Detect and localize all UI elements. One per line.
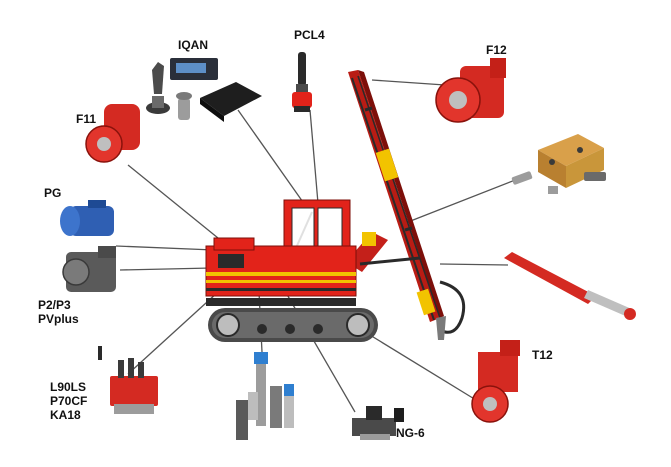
f12-motor (435, 58, 506, 123)
connector-valve-block (407, 174, 529, 223)
label-l90ls: L90LS (50, 380, 87, 394)
label-t12: T12 (532, 348, 553, 362)
iqan-sensor (178, 98, 190, 120)
label-iqan: IQAN (178, 38, 208, 52)
label-p2p3-group: P2/P3 PVplus (38, 298, 79, 326)
label-p2p3: P2/P3 (38, 298, 71, 312)
f11-motor (85, 104, 140, 163)
connector-pg (115, 245, 215, 251)
pg-gear-pump (60, 200, 114, 236)
connector-f11 (127, 164, 219, 239)
hydraulic-cylinder (504, 252, 636, 320)
ng6-solenoid-valve (352, 406, 404, 440)
label-pvplus: PVplus (38, 312, 79, 326)
connector-t12 (364, 331, 477, 401)
iqan-joystick (152, 62, 164, 94)
label-ka18: KA18 (50, 408, 81, 422)
rig-body (205, 237, 357, 306)
connector-iqan (237, 109, 306, 206)
label-pg: PG (44, 186, 62, 200)
label-f12: F12 (486, 43, 507, 57)
filters (236, 352, 294, 440)
iqan-module (200, 82, 262, 116)
connector-cylinder (439, 263, 509, 266)
drilling-rig (205, 70, 466, 342)
label-p70cf: P70CF (50, 394, 88, 408)
l90ls-valve (98, 346, 158, 414)
p2p3-pump (62, 246, 116, 292)
pcl4-joystick (292, 52, 312, 112)
label-f11: F11 (76, 112, 97, 126)
label-ng6: NG-6 (396, 426, 425, 440)
t12-motor (471, 340, 520, 423)
label-l90ls-group: L90LS P70CF KA18 (50, 380, 87, 422)
valve-block (511, 134, 606, 194)
rig-tracks (208, 308, 378, 342)
label-pcl4: PCL4 (294, 28, 325, 42)
connector-p2p3 (119, 267, 213, 271)
connector-f12 (371, 79, 446, 86)
iqan-controls (146, 58, 262, 122)
